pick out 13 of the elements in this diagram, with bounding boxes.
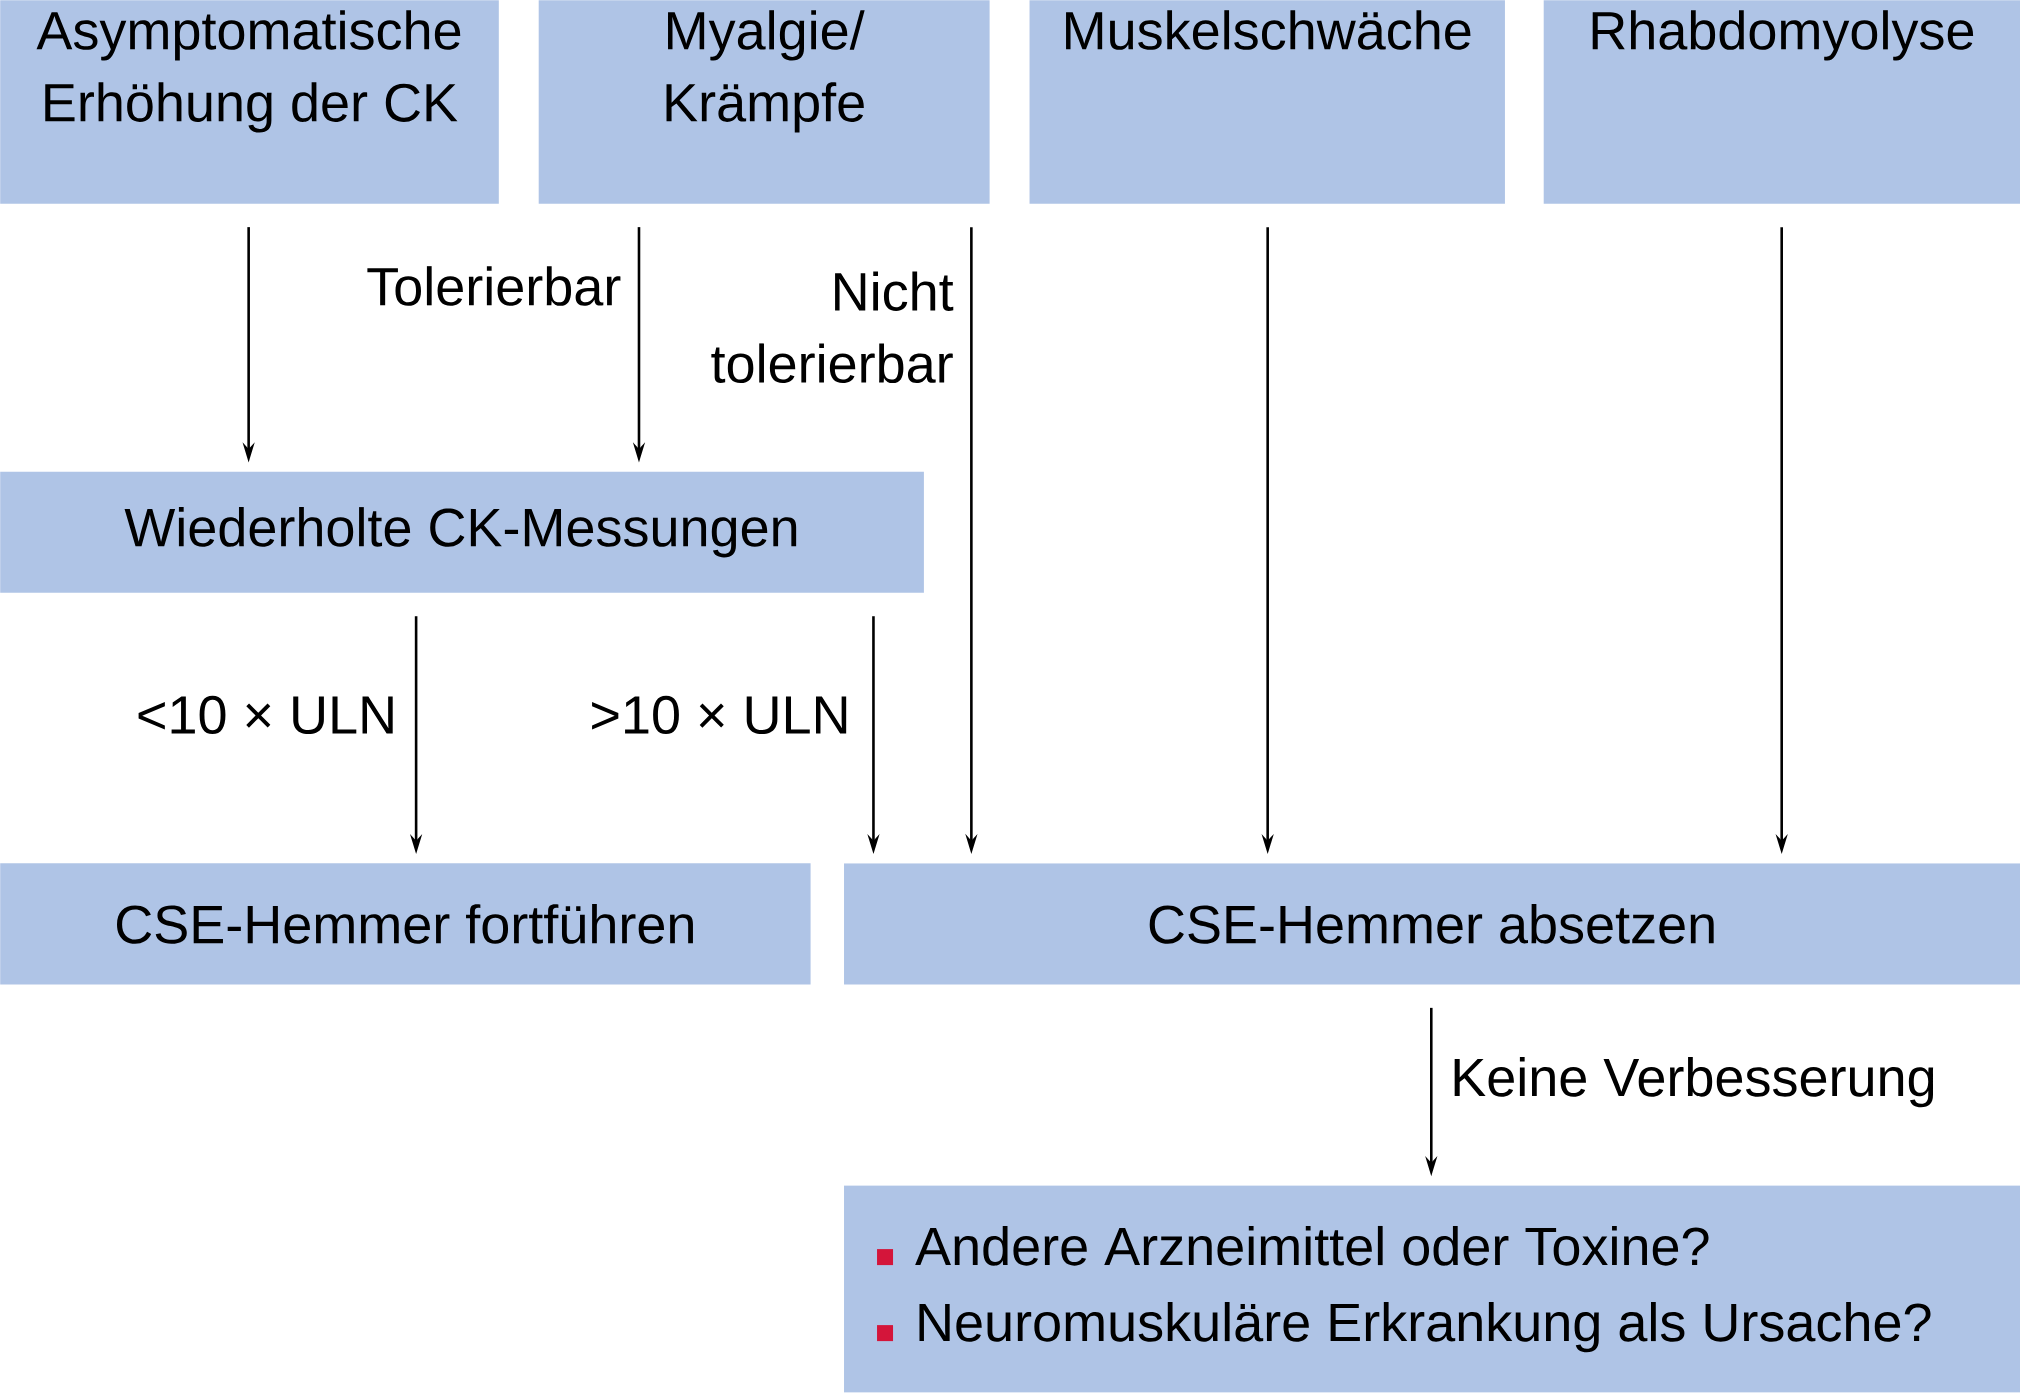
- process-box: Myalgie/ Krämpfe: [538, 0, 990, 204]
- edge-label: Keine Verbesserung: [1448, 1055, 1939, 1110]
- edge-label: >10 × ULN: [587, 694, 853, 737]
- edge-label: Tolerierbar: [364, 264, 624, 308]
- process-box: CSE-Hemmer absetzen: [844, 863, 2020, 985]
- process-box: Wiederholte CK-Messungen: [0, 471, 924, 593]
- process-box: CSE-Hemmer fortführen: [0, 863, 811, 985]
- list-box: Andere Arzneimittel oder Toxine? Neuromuskuläre Erkrankung als Ursache?: [844, 1185, 2020, 1393]
- edge-label: <10 × ULN: [133, 694, 400, 737]
- process-box: Asymptomatische Erhöhung der CK: [0, 0, 499, 204]
- process-box: Rhabdomyolyse: [1543, 0, 2020, 204]
- edge-label: Nicht tolerierbar: [681, 269, 956, 386]
- process-box: Muskelschwäche: [1029, 0, 1505, 204]
